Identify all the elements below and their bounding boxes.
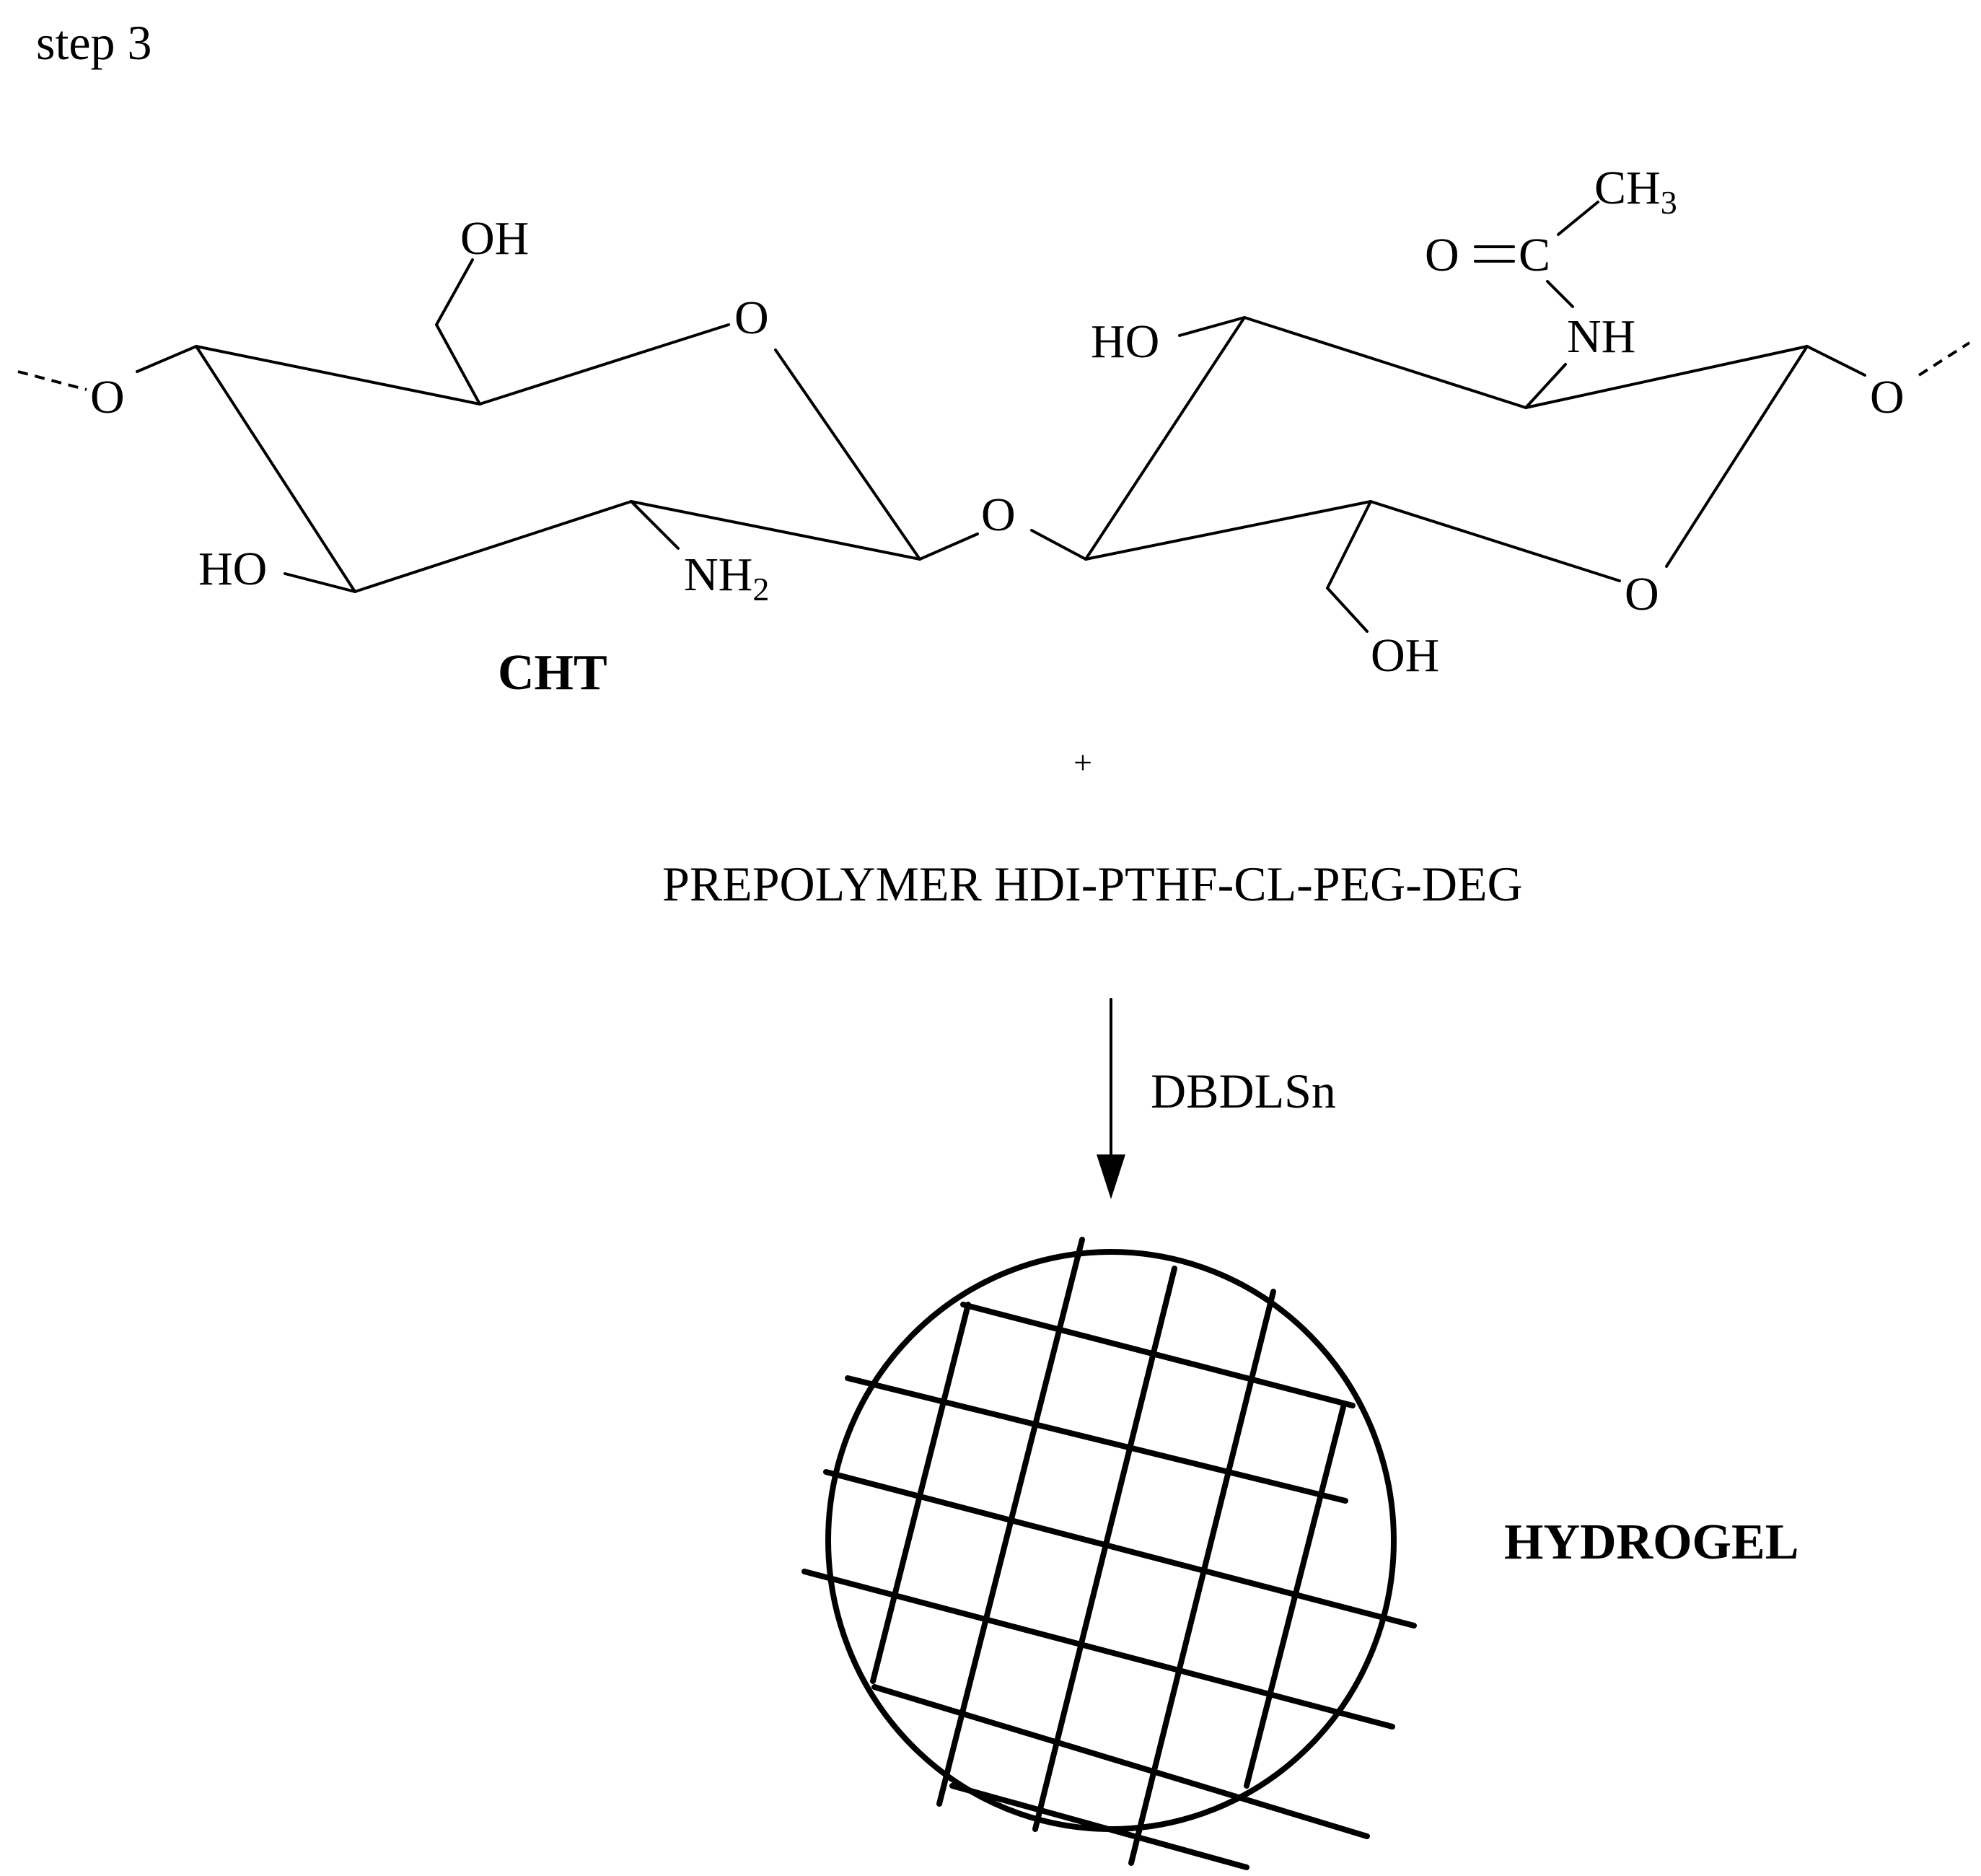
- atom-o-glycosidic: O: [981, 488, 1016, 541]
- atom-o-left-terminal: O: [90, 371, 125, 424]
- right-sugar-ring: [1084, 201, 1971, 633]
- atom-ho-top-right: HO: [1091, 315, 1159, 368]
- atom-o-ring-left: O: [734, 292, 769, 344]
- right-terminal-dashed-bond: [1918, 341, 1971, 377]
- reaction-arrow: [1097, 998, 1125, 1199]
- atom-ho-bottom-left: HO: [198, 543, 267, 595]
- step-label: step 3: [36, 15, 152, 70]
- plus-sign: +: [1073, 744, 1092, 781]
- left-terminal-dashed-bond: [17, 370, 87, 391]
- atom-o-ring-right: O: [1625, 568, 1659, 621]
- atom-o-right-terminal: O: [1870, 371, 1905, 424]
- hydrogel-network-icon: [801, 1237, 1417, 1870]
- atom-carbonyl-c: C: [1519, 229, 1550, 281]
- catalyst-label: DBDLSn: [1151, 1064, 1336, 1118]
- atom-nh2: NH2: [684, 548, 769, 608]
- atom-nh: NH: [1567, 310, 1635, 363]
- atom-oh-top-left: OH: [460, 212, 529, 265]
- left-sugar-ring: [17, 258, 1087, 593]
- atom-carbonyl-o: O: [1425, 229, 1459, 281]
- reactant-1-label: CHT: [498, 645, 607, 701]
- product-label: HYDROGEL: [1504, 1515, 1798, 1570]
- reactant-2-label: PREPOLYMER HDI-PTHF-CL-PEG-DEG: [662, 856, 1523, 911]
- atom-ch3: CH3: [1594, 162, 1677, 221]
- atom-oh-bottom-right: OH: [1371, 629, 1439, 682]
